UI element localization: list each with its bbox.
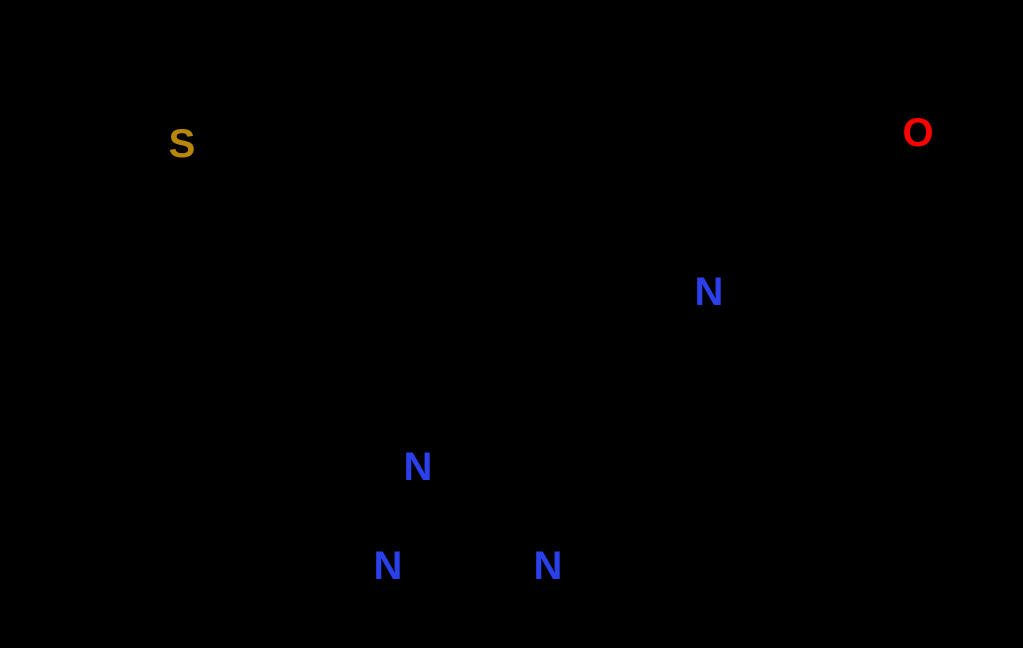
bond-c10-c11 [177,467,265,523]
bond-N1-c19 [720,298,803,353]
bond-N3-c14 [399,507,481,561]
bond-c12-c07 [177,317,265,373]
atom-label-s-s1: S [168,122,196,166]
bond-c02-c03 [17,97,103,153]
bond-N1-c18 [721,247,803,288]
bond-c09-N2 [345,464,405,473]
bond-N4-c13 [469,399,539,556]
atom-label-n-n4: N [533,544,563,588]
bond-c14-N4 [475,507,538,559]
bond-c20-c19 [797,347,883,403]
bond-N2-N3 [395,482,422,555]
bond-c07-c08 [259,317,351,373]
bond-c18-c23 [797,177,843,253]
bond-N4-c13 [480,394,550,552]
bond-c09-c10 [259,467,351,523]
bond-N2-N3 [384,478,411,551]
bond-c03-S1 [97,97,171,139]
bond-c15-c17 [563,247,643,295]
bond-c23-O1 [840,143,910,189]
bond-c21-c25 [957,347,1003,463]
bond-c01-c03 [17,57,103,103]
bond-c17-N1 [637,247,698,287]
bond-S1-c05 [190,57,265,135]
atom-label-n-n3: N [373,544,403,588]
bond-c23-O1 [833,133,904,178]
atom-label-n-n1: N [694,270,724,314]
bond-c21-c20 [877,347,963,403]
bond-c13-c15 [475,289,569,403]
bond-c22-c24 [957,197,1003,253]
atom-label-n-n2: N [403,445,433,489]
bond-c13-N2 [426,397,481,458]
atom-label-o-o1: O [902,111,934,155]
bond-c05-c06 [177,11,265,63]
